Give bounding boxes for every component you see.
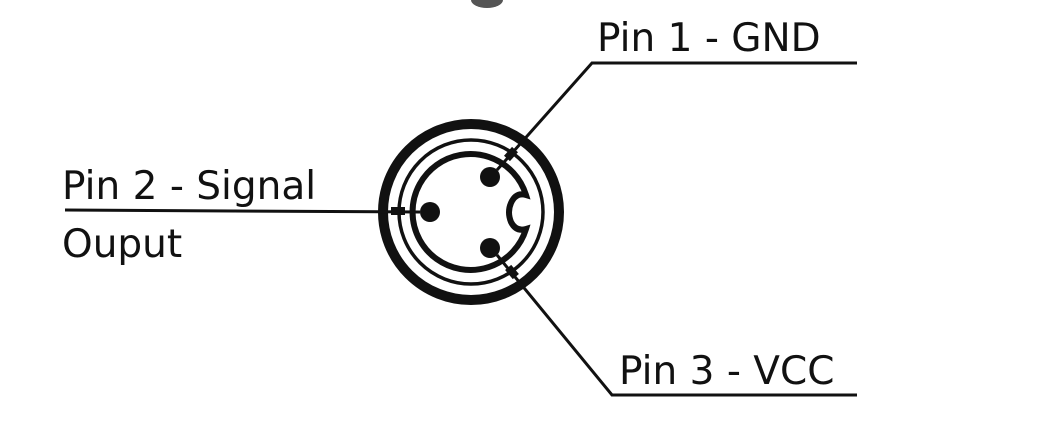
lead-tabs (391, 146, 519, 280)
pin-3-label: Pin 3 - VCC (619, 349, 834, 394)
pins (420, 167, 500, 258)
pin-2 (420, 202, 440, 222)
pin-3 (480, 238, 500, 258)
pin-3-tab (505, 264, 519, 280)
cropped-title-fragment (471, 0, 503, 8)
pin-1-label: Pin 1 - GND (597, 16, 821, 61)
pin-2-label: Pin 2 - Signal (62, 164, 316, 209)
keyed-inner-ring (409, 151, 531, 273)
pin-3-leader (495, 254, 857, 397)
pin-1 (480, 167, 500, 187)
pin-2-label-line2: Ouput (62, 222, 182, 267)
pin-1-leader (495, 61, 857, 171)
pin-2-tab (391, 207, 405, 215)
leader-lines (64, 61, 857, 397)
pin-1-tab (504, 146, 518, 162)
pin-2-leader (64, 208, 421, 214)
